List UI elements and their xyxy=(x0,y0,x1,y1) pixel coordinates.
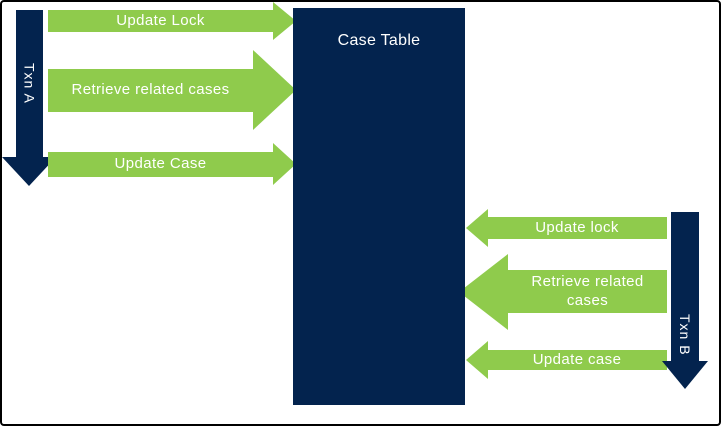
left-arrowhead-icon xyxy=(466,209,488,247)
arrow-label: Retrieve related cases xyxy=(71,81,230,99)
arrow-label: Update Lock xyxy=(116,11,205,29)
case-table-block: Case Table xyxy=(293,8,465,405)
txn-b-arrow-body: Txn B xyxy=(671,212,699,361)
right-arrowhead-icon xyxy=(253,50,296,130)
arrow-label: Retrieve related cases xyxy=(531,272,644,309)
arrow-body: Retrieve related cases xyxy=(48,69,253,112)
arrow-body: Update lock xyxy=(487,217,667,239)
case-table-label: Case Table xyxy=(337,32,421,49)
txn-a-label: Txn A xyxy=(21,63,38,104)
right-arrowhead-icon xyxy=(273,143,296,185)
arrow-body: Retrieve related cases xyxy=(508,270,667,313)
txn-a-down-arrowhead-icon xyxy=(2,157,56,186)
arrow-body: Update Lock xyxy=(48,10,273,32)
left-arrowhead-icon xyxy=(459,254,508,330)
arrow-body: Update case xyxy=(487,350,667,370)
arrow-body: Update Case xyxy=(48,152,273,177)
txn-b-down-arrowhead-icon xyxy=(662,361,708,389)
right-arrowhead-icon xyxy=(273,2,296,40)
arrow-label: Update Case xyxy=(114,155,207,173)
arrow-label: Update lock xyxy=(535,218,619,236)
txn-a-arrow-body: Txn A xyxy=(16,10,43,157)
arrow-label: Update case xyxy=(532,350,622,368)
left-arrowhead-icon xyxy=(466,341,488,379)
txn-b-label: Txn B xyxy=(677,314,693,356)
